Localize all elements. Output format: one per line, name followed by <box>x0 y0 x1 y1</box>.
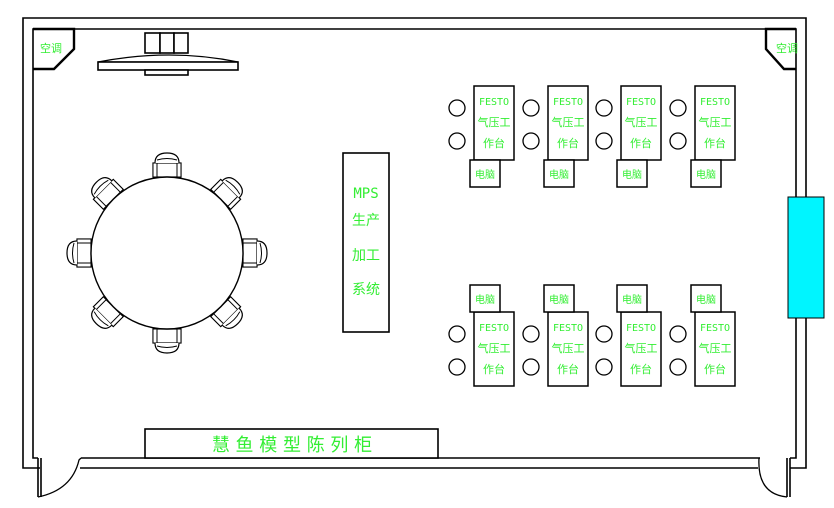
bench-line-2: 气压工 <box>699 115 732 129</box>
door-left[interactable] <box>38 458 81 497</box>
bench-title: FESTO <box>479 97 509 108</box>
bench-line-2: 气压工 <box>478 115 511 129</box>
computer-label: 电脑 <box>475 293 495 306</box>
stool <box>449 359 465 375</box>
festo-workstation: FESTO 气压工作台 电脑 <box>449 285 514 386</box>
stool <box>670 326 686 342</box>
display-cabinet: 慧 鱼 模 型 陈 列 柜 <box>145 429 438 458</box>
stool <box>596 359 612 375</box>
bench-line-3: 作台 <box>704 362 726 376</box>
display-cabinet-label: 慧 鱼 模 型 陈 列 柜 <box>212 435 372 456</box>
door-right[interactable] <box>759 458 790 497</box>
stool <box>596 133 612 149</box>
bench-line-2: 气压工 <box>699 341 732 355</box>
chair <box>153 153 181 177</box>
computer-label: 电脑 <box>696 168 716 181</box>
festo-workstation: FESTO 气压工作台电脑 <box>523 86 588 187</box>
mps-line-2: 生产 <box>352 213 380 229</box>
workstations-bottom-row: FESTO气压工作台电脑FESTO气压工作台电脑FESTO气压工作台电脑FEST… <box>449 285 735 386</box>
ac-unit-left-label: 空调 <box>40 41 62 55</box>
ac-unit-right-label: 空调 <box>776 41 798 55</box>
stool <box>670 100 686 116</box>
festo-workstation: FESTO 气压工作台电脑 <box>449 86 514 187</box>
computer-label: 电脑 <box>475 168 495 181</box>
stool <box>670 359 686 375</box>
bench-title: FESTO <box>700 97 730 108</box>
bench-line-3: 作台 <box>483 136 505 150</box>
chair <box>67 239 91 267</box>
bench-line-2: 气压工 <box>625 341 658 355</box>
round-table <box>91 177 243 329</box>
computer-label: 电脑 <box>622 293 642 306</box>
computer-label: 电脑 <box>549 293 569 306</box>
mps-line-3: 加工 <box>352 248 380 264</box>
computer-label: 电脑 <box>696 293 716 306</box>
bench-title: FESTO <box>700 323 730 334</box>
computer-label: 电脑 <box>549 168 569 181</box>
mps-system: MPS 生产 加工 系统 <box>343 153 389 332</box>
stool <box>523 100 539 116</box>
podium <box>98 33 238 75</box>
bench-line-3: 作台 <box>630 362 652 376</box>
chair <box>153 329 181 353</box>
festo-workstation: FESTO 气压工作台 电脑 <box>596 285 661 386</box>
bench-line-3: 作台 <box>483 362 505 376</box>
bench-title: FESTO <box>479 323 509 334</box>
bench-line-2: 气压工 <box>552 115 585 129</box>
stool <box>523 326 539 342</box>
ac-unit-right: 空调 <box>766 29 798 69</box>
stool <box>670 133 686 149</box>
chair <box>243 239 267 267</box>
workstations-top-row: FESTO气压工作台电脑FESTO气压工作台电脑FESTO气压工作台电脑FEST… <box>449 86 735 187</box>
bench-title: FESTO <box>626 323 656 334</box>
conference-table <box>67 153 267 353</box>
bench-line-3: 作台 <box>630 136 652 150</box>
stool <box>449 100 465 116</box>
bench-line-3: 作台 <box>557 136 579 150</box>
stool <box>449 133 465 149</box>
bench-line-2: 气压工 <box>625 115 658 129</box>
mps-line-4: 系统 <box>352 282 380 298</box>
bench-line-2: 气压工 <box>552 341 585 355</box>
mps-line-1: MPS <box>353 186 378 202</box>
bench-line-2: 气压工 <box>478 341 511 355</box>
bench-line-3: 作台 <box>704 136 726 150</box>
ac-unit-left: 空调 <box>33 29 74 69</box>
bench-title: FESTO <box>626 97 656 108</box>
bench-title: FESTO <box>553 323 583 334</box>
festo-workstation: FESTO 气压工作台电脑 <box>596 86 661 187</box>
festo-workstation: FESTO 气压工作台 电脑 <box>670 285 735 386</box>
stool <box>523 359 539 375</box>
festo-workstation: FESTO 气压工作台 电脑 <box>523 285 588 386</box>
festo-workstation: FESTO 气压工作台电脑 <box>670 86 735 187</box>
stool <box>449 326 465 342</box>
stool <box>596 326 612 342</box>
bench-line-3: 作台 <box>557 362 579 376</box>
window <box>788 197 824 318</box>
bench-title: FESTO <box>553 97 583 108</box>
stool <box>596 100 612 116</box>
stool <box>523 133 539 149</box>
computer-label: 电脑 <box>622 168 642 181</box>
